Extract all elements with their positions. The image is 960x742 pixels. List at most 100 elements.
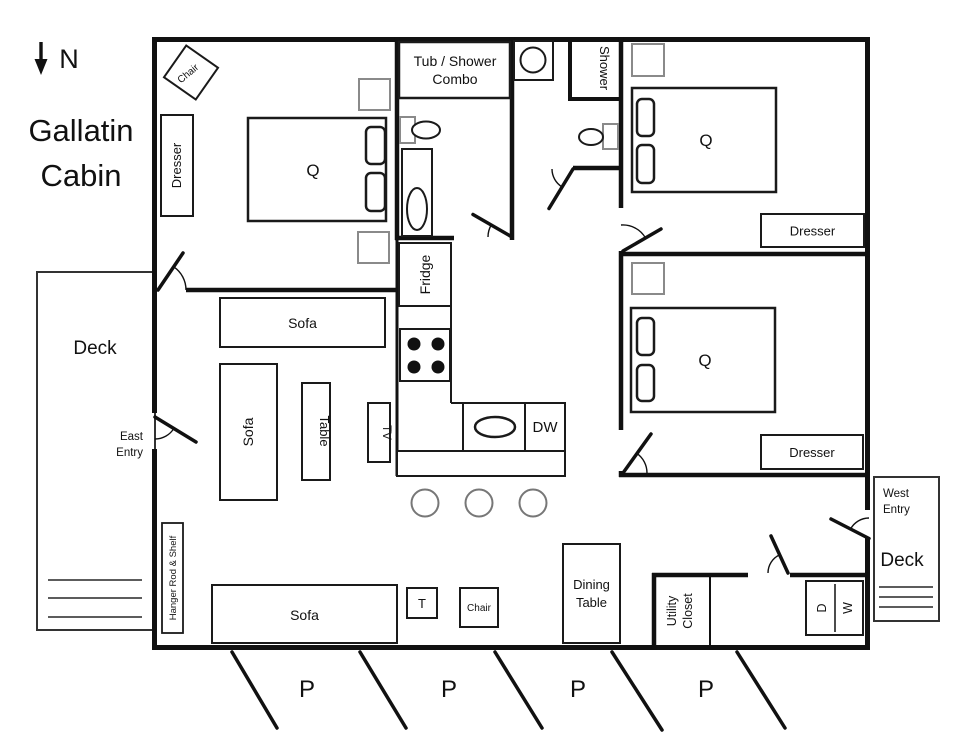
bathroom1-door <box>471 212 514 239</box>
bedroom1-bed <box>246 116 388 223</box>
bathroom2-door <box>547 167 575 211</box>
bathroom2-toilet-bowl <box>578 128 604 146</box>
bathroom2-toilet-tank <box>602 123 619 150</box>
sofa-bottom-label: Sofa <box>290 607 319 623</box>
bar-stool <box>518 488 548 518</box>
parking-area: P P P P <box>230 650 787 732</box>
bedroom3-bed-label: Q <box>698 351 711 370</box>
entries <box>153 415 871 541</box>
bedroom2-bed <box>630 86 778 194</box>
kitchen: Fridge DW <box>395 240 566 518</box>
stove-burner-icon <box>407 337 421 351</box>
bedroom1-nightstand <box>358 78 391 111</box>
living-chair <box>459 587 499 628</box>
east-entry-door <box>153 415 198 444</box>
bedroom1-corner-chair <box>162 44 220 101</box>
side-table <box>406 587 438 619</box>
utility-closet-label-line1: Utility <box>665 595 679 626</box>
utility-area: Utility Closet W D <box>665 534 864 648</box>
bathroom1-door-swing <box>487 224 492 238</box>
parking-spot-label: P <box>299 676 315 703</box>
fridge-label: Fridge <box>417 254 433 294</box>
washer-label: W <box>841 602 855 614</box>
kitchen-sink <box>473 415 517 439</box>
stove-burner-icon <box>407 360 421 374</box>
plan-title: Gallatin Cabin <box>28 113 133 193</box>
tv-label: TV <box>380 425 392 440</box>
coffee-table-label: Table <box>317 415 332 446</box>
bedroom1-pillow <box>364 125 387 166</box>
tub-shower-combo <box>397 40 512 100</box>
deck-left: Deck <box>36 271 156 631</box>
bathroom2-door-swing <box>551 168 563 188</box>
bedroom2-bed-label: Q <box>699 131 712 150</box>
bedroom2: Q Dresser <box>620 43 865 253</box>
bedroom3-dresser-label: Dresser <box>789 445 835 460</box>
sofa-top <box>219 297 386 348</box>
bedroom3-nightstand <box>631 262 665 295</box>
hanger-rod-shelf <box>161 522 184 634</box>
sofa-left <box>219 363 278 501</box>
chair-outline <box>162 44 220 101</box>
bar-stool <box>464 488 494 518</box>
west-entry-label-line2: Entry <box>883 504 910 516</box>
title-line1: Gallatin <box>28 113 133 148</box>
dishwasher-label: DW <box>533 419 559 436</box>
parking-divider-line <box>610 650 664 732</box>
parking-divider-line <box>230 650 279 730</box>
bathroom1-toilet-bowl <box>411 120 441 140</box>
stove <box>399 328 451 382</box>
east-entry-label: East Entry <box>116 431 144 459</box>
coffee-table <box>301 382 331 481</box>
sofa-bottom <box>211 584 398 644</box>
dining-table <box>562 543 621 644</box>
west-entry-label-line1: West <box>883 488 910 500</box>
title-line2: Cabin <box>41 158 122 193</box>
bedroom2-pillow <box>635 143 656 185</box>
parking-divider-line <box>735 650 787 730</box>
dining-table-label-line2: Table <box>576 595 607 610</box>
bedroom2-dresser-label: Dresser <box>790 224 836 239</box>
utility-closet-label-line2: Closet <box>681 593 695 629</box>
tv <box>367 402 391 463</box>
parking-spot-label: P <box>570 676 586 703</box>
kitchen-bar-counter <box>396 450 566 477</box>
bathroom2: Shower <box>513 37 623 211</box>
hanger-rod-shelf-label: Hanger Rod & Shelf <box>168 535 179 620</box>
bedroom2-door <box>621 227 663 253</box>
bedroom1-door-swing <box>173 266 187 291</box>
living-area: Sofa Sofa Table TV Sofa T Chair Dining T… <box>161 297 621 644</box>
tub-label-line2: Combo <box>432 71 477 87</box>
parking-spot-label: P <box>698 676 714 703</box>
living-chair-label: Chair <box>467 603 492 614</box>
bedroom2-door-swing <box>620 224 647 239</box>
shower-label: Shower <box>597 46 612 91</box>
sofa-top-label: Sofa <box>288 315 317 331</box>
bar-stool <box>410 488 440 518</box>
bedroom1-door <box>156 251 185 292</box>
bedroom1-nightstand <box>357 231 390 264</box>
compass: N <box>34 42 79 75</box>
east-entry-label-line1: East <box>120 431 144 443</box>
tub-label-line1: Tub / Shower <box>414 53 497 69</box>
dining-table-label-line1: Dining <box>573 577 610 592</box>
stove-burner-icon <box>431 360 445 374</box>
bedroom1-dresser <box>160 114 194 217</box>
bedroom1-bed-label: Q <box>306 161 319 180</box>
bedroom2-nightstand <box>631 43 665 77</box>
bathroom1-sink <box>406 187 428 231</box>
west-entry-door-swing <box>849 517 870 530</box>
bedroom3-pillow <box>635 316 656 357</box>
compass-north-label: N <box>59 44 79 74</box>
bedroom1-dresser-label: Dresser <box>169 142 184 188</box>
bedroom3-dresser <box>760 434 864 470</box>
dryer-label: D <box>815 603 829 612</box>
parking-spot-label: P <box>441 676 457 703</box>
parking-divider-line <box>493 650 544 730</box>
fridge <box>398 242 452 307</box>
east-entry-label-line2: Entry <box>116 447 143 459</box>
bathroom2-sink <box>519 46 547 74</box>
bedroom1: Chair Dresser Q <box>156 44 391 292</box>
